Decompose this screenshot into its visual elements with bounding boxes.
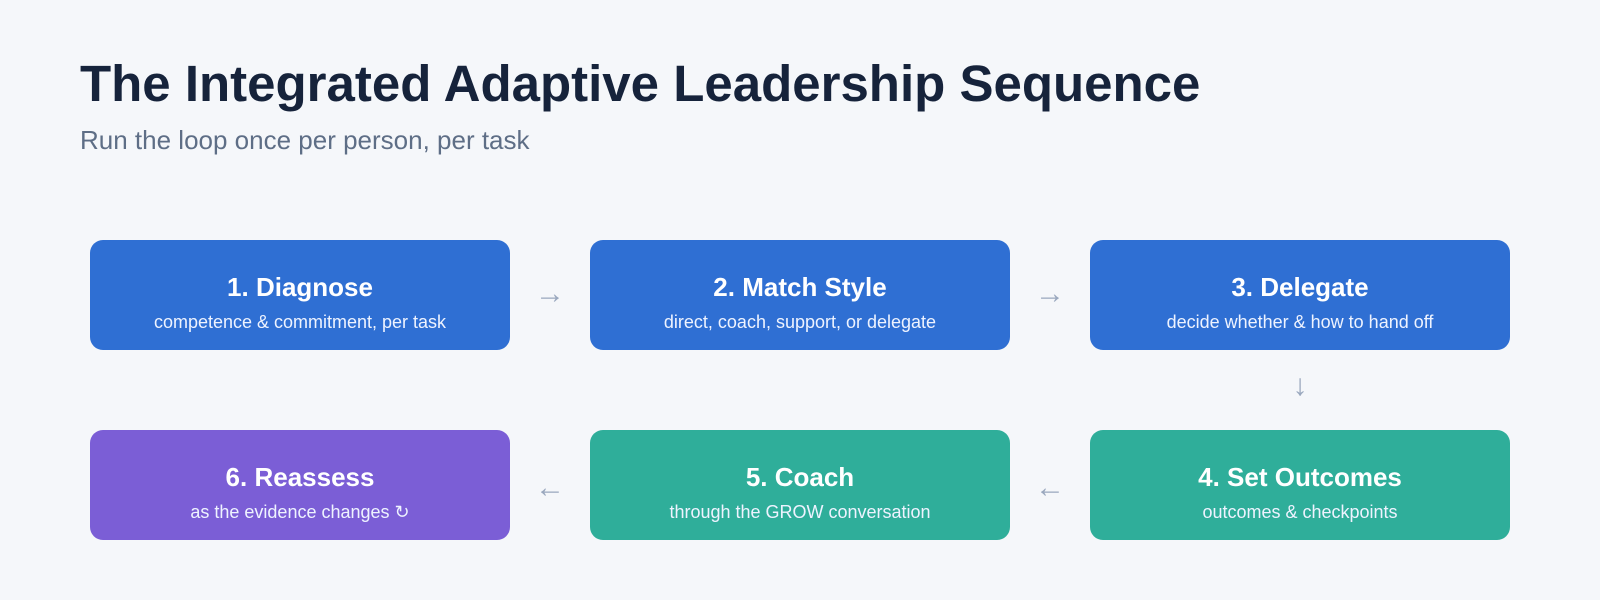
step-title: 5. Coach (745, 462, 855, 492)
step-coach: 5. Coach through the GROW conversation (590, 430, 1010, 540)
arrow-left-icon: ← (1035, 471, 1065, 504)
step-match-style: 2. Match Style direct, coach, support, o… (590, 240, 1010, 350)
step-title: 3. Delegate (1231, 272, 1369, 302)
step-title: 1. Diagnose (227, 272, 373, 302)
step-description: decide whether & how to hand off (1166, 312, 1434, 332)
step-set-outcomes: 4. Set Outcomes outcomes & checkpoints (1090, 430, 1510, 540)
step-title: 2. Match Style (713, 272, 887, 302)
step-title: 4. Set Outcomes (1198, 462, 1402, 492)
step-description: competence & commitment, per task (153, 312, 447, 332)
arrow-right-icon: → (1035, 277, 1065, 310)
step-delegate: 3. Delegate decide whether & how to hand… (1090, 240, 1510, 350)
step-description: as the evidence changes ↻ (190, 502, 410, 522)
arrow-right-icon: → (535, 277, 565, 310)
step-diagnose: 1. Diagnose competence & commitment, per… (90, 240, 510, 350)
step-reassess: 6. Reassess as the evidence changes ↻ (90, 430, 510, 540)
arrow-left-icon: ← (535, 471, 565, 504)
arrow-down-icon: ↓ (1292, 369, 1308, 402)
step-description: outcomes & checkpoints (1202, 502, 1398, 522)
step-description: through the GROW conversation (669, 502, 931, 522)
step-title: 6. Reassess (225, 462, 375, 492)
step-description: direct, coach, support, or delegate (663, 312, 937, 332)
page-title: The Integrated Adaptive Leadership Seque… (80, 55, 1201, 112)
page-subtitle: Run the loop once per person, per task (80, 125, 530, 155)
